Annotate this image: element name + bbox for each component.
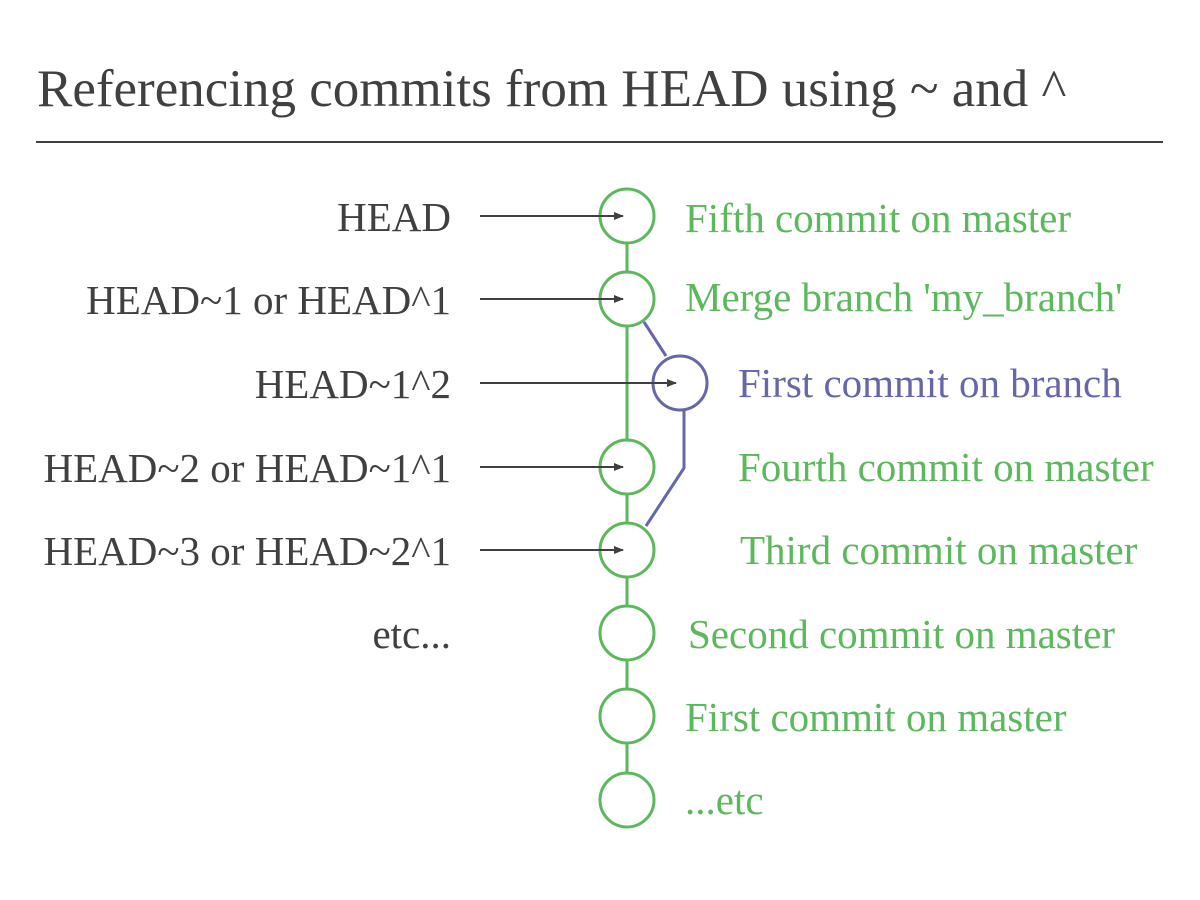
branch-edge-base: [644, 410, 686, 527]
commit-message-branch_first: First commit on branch: [738, 360, 1122, 406]
ref-label-0: HEAD: [337, 194, 451, 240]
commit-message-third: Third commit on master: [740, 527, 1138, 573]
commit-message-fifth: Fifth commit on master: [685, 195, 1071, 241]
commit-message-etc: ...etc: [685, 777, 764, 823]
commit-message-second: Second commit on master: [688, 611, 1115, 657]
commit-message-first: First commit on master: [685, 694, 1067, 740]
commit-message-merge: Merge branch 'my_branch': [685, 274, 1123, 320]
ref-label-4: HEAD~3 or HEAD~2^1: [44, 528, 452, 574]
commit-node-second: [598, 604, 656, 662]
reference-arrows: [480, 212, 677, 554]
ref-label-3: HEAD~2 or HEAD~1^1: [44, 445, 452, 491]
ref-label-1: HEAD~1 or HEAD^1: [86, 277, 451, 323]
ref-label-5: etc...: [372, 611, 451, 657]
ref-label-2: HEAD~1^2: [255, 361, 451, 407]
commit-node-etc: [598, 771, 656, 829]
diagram-title: Referencing commits from HEAD using ~ an…: [37, 60, 1067, 118]
title-divider: [36, 141, 1163, 143]
commit-message-fourth: Fourth commit on master: [738, 444, 1154, 490]
commit-node-first: [598, 687, 656, 745]
branch-edge-merge: [642, 321, 668, 357]
